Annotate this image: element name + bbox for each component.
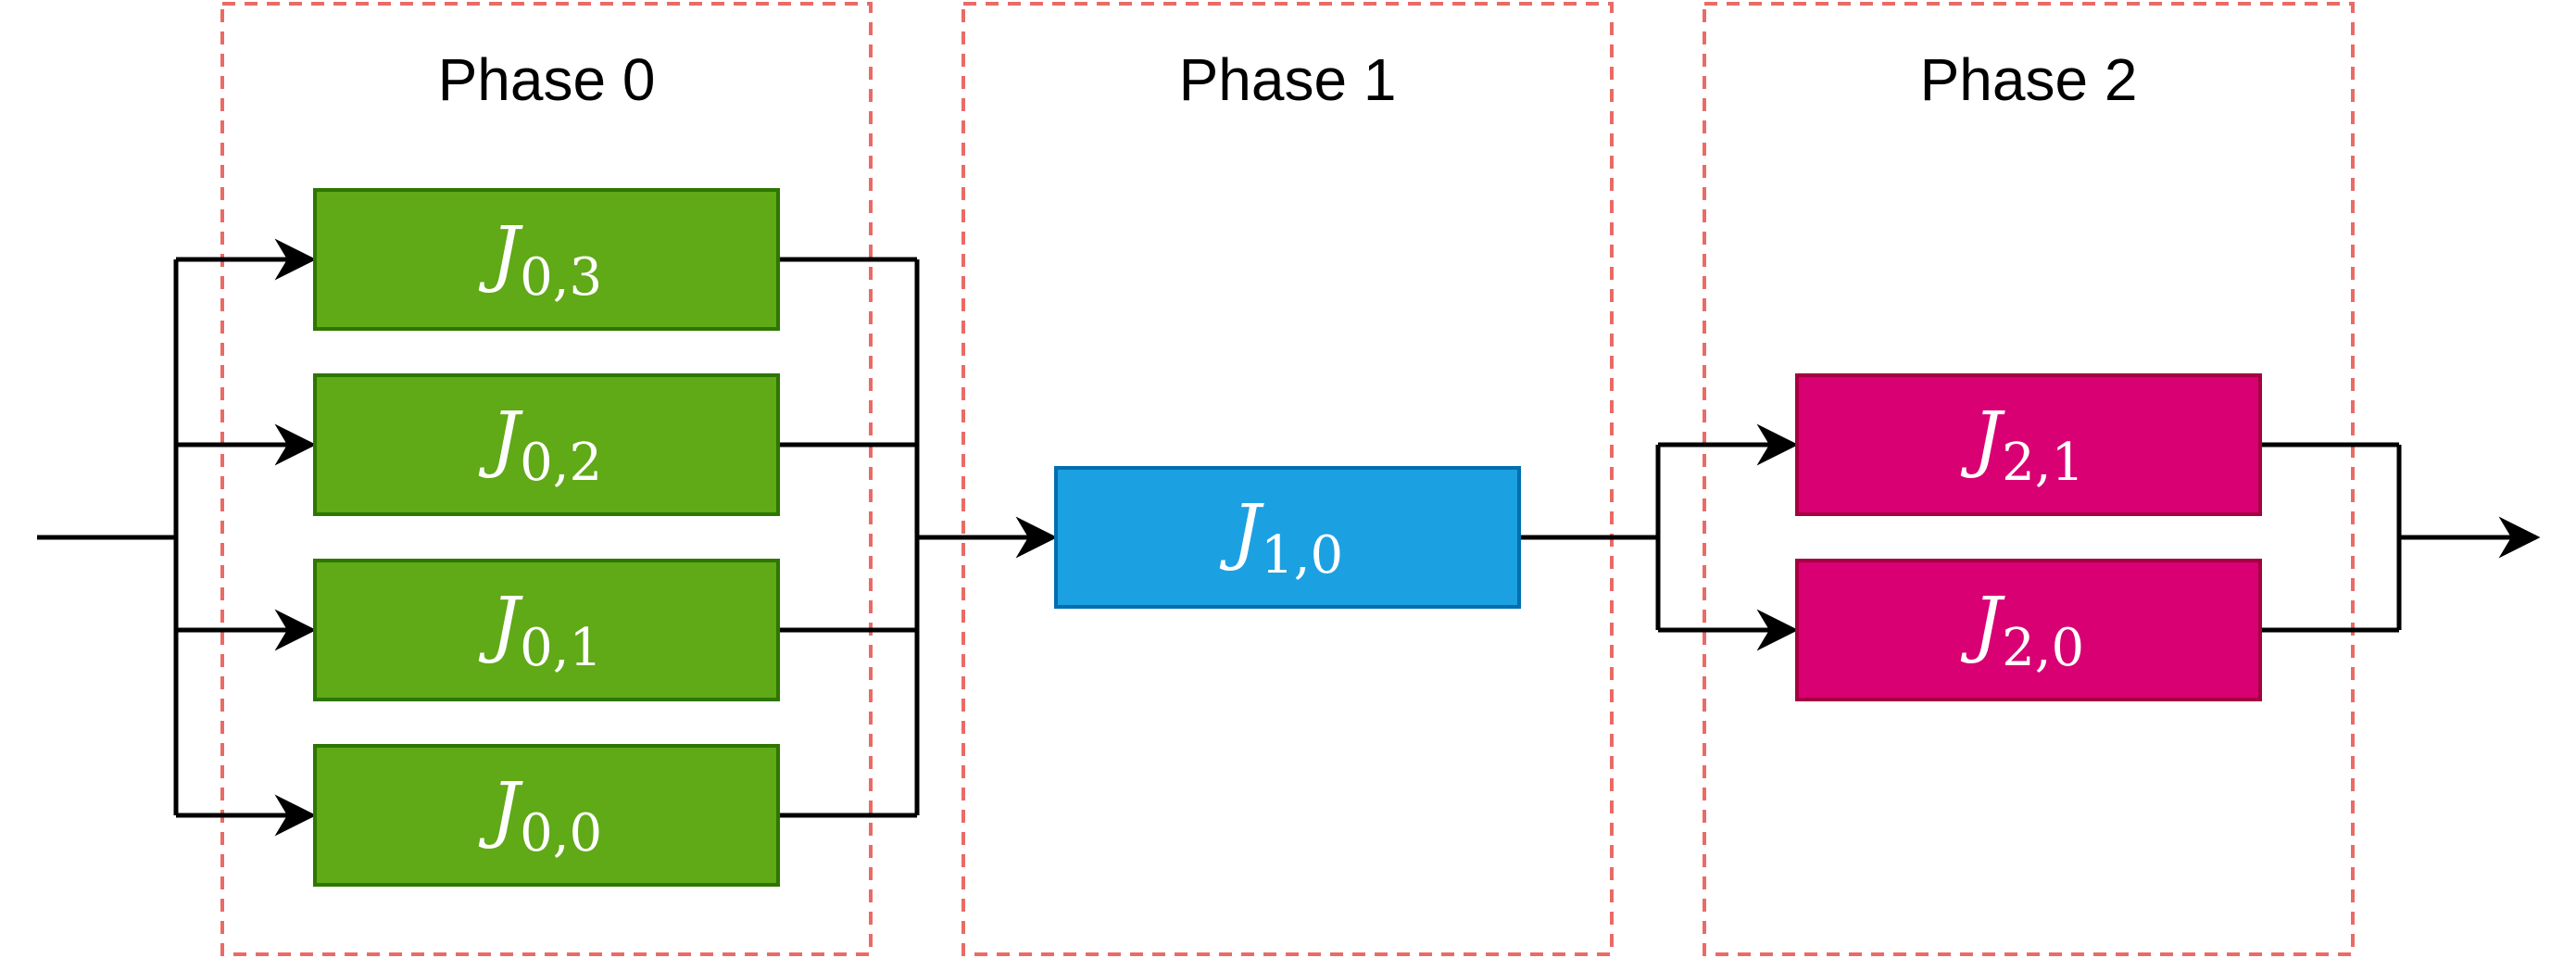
job-j02-box [313, 373, 780, 516]
connectors [37, 238, 2541, 837]
phase-2-group: Phase 2 [1703, 2, 2355, 956]
job-j01-box [313, 559, 780, 701]
phase-0-group: Phase 0 [220, 2, 873, 956]
phase-0-frame [220, 2, 873, 956]
job-j03-box [313, 188, 780, 331]
phase-1-label: Phase 1 [1179, 46, 1397, 113]
job-j03: J0,3 [313, 188, 780, 331]
phase-0-label: Phase 0 [438, 46, 656, 113]
job-j02: J0,2 [313, 373, 780, 516]
phase-2-frame [1703, 2, 2355, 956]
job-j10: J1,0 [1054, 466, 1521, 609]
job-j00: J0,0 [313, 744, 780, 887]
job-j21-box [1795, 373, 2262, 516]
phase-1-group: Phase 1 [961, 2, 1614, 956]
phase-1-frame [961, 2, 1614, 956]
job-j21: J2,1 [1795, 373, 2262, 516]
job-j00-box [313, 744, 780, 887]
job-j20-box [1795, 559, 2262, 701]
phase-2-label: Phase 2 [1920, 46, 2138, 113]
job-j20: J2,0 [1795, 559, 2262, 701]
job-j10-box [1054, 466, 1521, 609]
job-j01: J0,1 [313, 559, 780, 701]
